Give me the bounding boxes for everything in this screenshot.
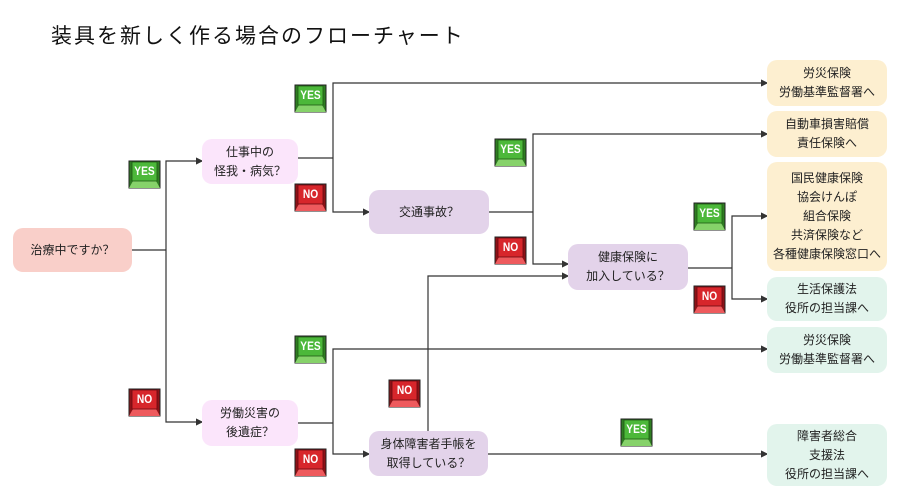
node-start: 治療中ですか？ (13, 228, 132, 272)
connector-traffic-no (532, 212, 570, 268)
node-traffic-accident: 交通事故？ (369, 190, 489, 234)
yes-label: YES (134, 164, 155, 178)
node-sequela: 労働災害の 後遺症？ (202, 400, 298, 446)
connector-sequela-no (332, 423, 371, 458)
outcome-rosai-1: 労災保険 労働基準監督署へ (767, 60, 887, 106)
no-label: NO (302, 452, 319, 466)
no-key-icon (388, 379, 421, 408)
node-work-injury: 仕事中の 怪我・病気？ (202, 139, 298, 184)
no-key-icon (294, 448, 327, 477)
connector-start-yes (165, 157, 204, 250)
outcome-health-insurance: 国民健康保険 協会けんぽ 組合保険 共済保険など 各種健康保険窓口へ (767, 162, 887, 271)
no-label: NO (701, 289, 718, 303)
no-key-icon (128, 388, 161, 417)
connector-sequela-yes (332, 345, 769, 423)
no-badge: NO (693, 285, 726, 314)
connector-work-no (332, 158, 371, 216)
yes-badge: YES (128, 160, 161, 189)
yes-key-icon (494, 138, 527, 167)
no-key-icon (693, 285, 726, 314)
yes-badge: YES (693, 202, 726, 231)
outcome-support-act: 障害者総合 支援法 役所の担当課へ (767, 424, 887, 486)
yes-badge: YES (294, 84, 327, 113)
no-badge: NO (128, 388, 161, 417)
no-label: NO (302, 187, 319, 201)
no-label: NO (136, 392, 153, 406)
yes-badge: YES (494, 138, 527, 167)
yes-key-icon (294, 84, 327, 113)
yes-badge: YES (294, 335, 327, 364)
yes-badge: YES (620, 418, 653, 447)
no-badge: NO (388, 379, 421, 408)
yes-label: YES (699, 206, 720, 220)
yes-label: YES (300, 339, 321, 353)
no-key-icon (494, 236, 527, 265)
no-label: NO (502, 240, 519, 254)
yes-label: YES (626, 422, 647, 436)
page-title: 装具を新しく作る場合のフローチャート (51, 24, 465, 48)
yes-key-icon (128, 160, 161, 189)
connector-card-no (427, 272, 570, 431)
outcome-welfare: 生活保護法 役所の担当課へ (767, 277, 887, 321)
node-health-insurance: 健康保険に 加入している？ (568, 244, 688, 290)
no-badge: NO (494, 236, 527, 265)
connector-health-no (731, 268, 769, 303)
connector-start-no (165, 250, 204, 426)
connector-traffic-yes (532, 130, 769, 212)
yes-key-icon (620, 418, 653, 447)
connector-work-yes (332, 79, 769, 158)
node-disability-card: 身体障害者手帳を 取得している？ (369, 431, 488, 476)
no-key-icon (294, 183, 327, 212)
yes-key-icon (294, 335, 327, 364)
yes-label: YES (300, 88, 321, 102)
connector-health-yes (731, 212, 769, 268)
no-badge: NO (294, 448, 327, 477)
yes-key-icon (693, 202, 726, 231)
yes-label: YES (500, 142, 521, 156)
outcome-rosai-2: 労災保険 労働基準監督署へ (767, 327, 887, 373)
no-label: NO (396, 383, 413, 397)
outcome-jibaiseki: 自動車損害賠償 責任保険へ (767, 111, 887, 157)
no-badge: NO (294, 183, 327, 212)
